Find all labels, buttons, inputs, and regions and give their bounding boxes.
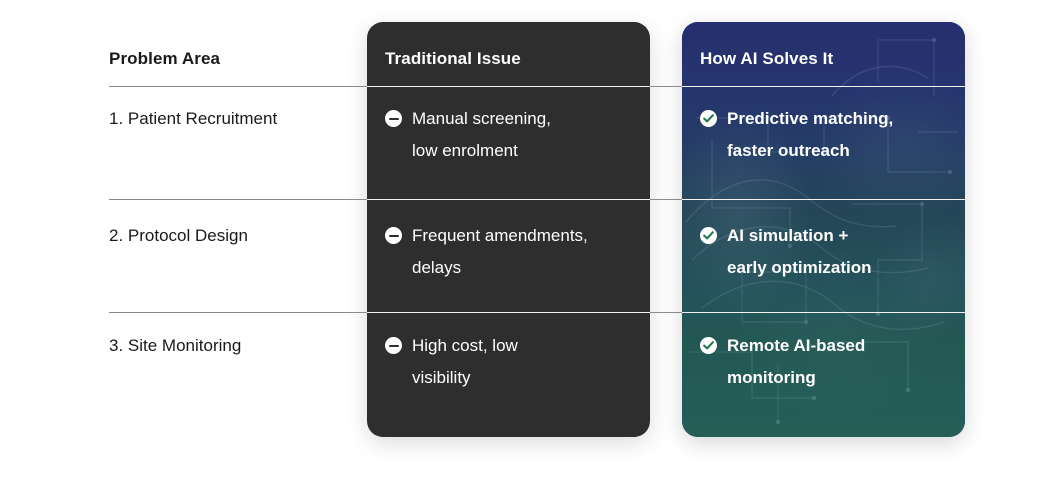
row-divider-1-gap — [650, 199, 682, 200]
row-divider-1-ai — [682, 199, 965, 200]
minus-circle-icon — [385, 337, 402, 354]
row-label-1: 1. Patient Recruitment — [109, 109, 278, 128]
cell-line-2: visibility — [412, 368, 471, 387]
cell-line-2: monitoring — [727, 368, 816, 387]
table-row-3-ai: Remote AI-based monitoring — [700, 330, 950, 394]
check-mark-icon — [703, 114, 714, 123]
header-divider-ai — [682, 86, 965, 87]
row-label-2: 2. Protocol Design — [109, 226, 248, 245]
header-divider-traditional — [367, 86, 650, 87]
ai-column-texture — [682, 22, 965, 437]
header-divider-left — [109, 86, 367, 87]
cell-line-2: early optimization — [727, 258, 872, 277]
check-circle-icon — [700, 227, 717, 244]
check-circle-icon — [700, 337, 717, 354]
table-row-1-ai: Predictive matching, faster outreach — [700, 103, 950, 167]
minus-circle-icon — [385, 227, 402, 244]
cell-text: AI simulation + early optimization — [727, 220, 872, 284]
cell-text: Predictive matching, faster outreach — [727, 103, 893, 167]
cell-line-1: High cost, low — [412, 336, 518, 355]
cell-text: Remote AI-based monitoring — [727, 330, 865, 394]
row-divider-2-traditional — [367, 312, 650, 313]
cell-line-1: Remote AI-based — [727, 336, 866, 355]
cell-line-1: Frequent amendments, — [412, 226, 588, 245]
row-divider-1-left — [109, 199, 367, 200]
table-row-3-traditional: High cost, low visibility — [385, 330, 635, 394]
column-header-traditional-issue: Traditional Issue — [385, 49, 521, 68]
column-header-problem-area: Problem Area — [109, 49, 221, 68]
row-divider-2-left — [109, 312, 367, 313]
circuit-pattern-icon — [685, 37, 958, 425]
ai-column-gradient — [682, 22, 965, 437]
cell-line-2: faster outreach — [727, 141, 850, 160]
cell-text: High cost, low visibility — [412, 330, 518, 394]
table-row-1-traditional: Manual screening, low enrolment — [385, 103, 635, 167]
header-divider-gap — [650, 86, 682, 87]
minus-circle-icon — [385, 110, 402, 127]
row-divider-2-ai — [682, 312, 965, 313]
cell-text: Manual screening, low enrolment — [412, 103, 551, 167]
table-row-2-ai: AI simulation + early optimization — [700, 220, 950, 284]
cell-line-2: low enrolment — [412, 141, 518, 160]
cell-line-1: Predictive matching, — [727, 109, 894, 128]
ai-column-glow — [682, 22, 965, 437]
how-ai-solves-it-column-card — [682, 22, 965, 437]
row-divider-2-gap — [650, 312, 682, 313]
cell-line-1: Manual screening, — [412, 109, 551, 128]
cell-text: Frequent amendments, delays — [412, 220, 588, 284]
row-divider-1-traditional — [367, 199, 650, 200]
cell-line-1: AI simulation + — [727, 226, 849, 245]
check-mark-icon — [703, 341, 714, 350]
cell-line-2: delays — [412, 258, 462, 277]
row-label-3: 3. Site Monitoring — [109, 336, 242, 355]
column-header-how-ai-solves-it: How AI Solves It — [700, 49, 834, 68]
check-mark-icon — [703, 231, 714, 240]
traditional-issue-column-card — [367, 22, 650, 437]
table-row-2-traditional: Frequent amendments, delays — [385, 220, 635, 284]
check-circle-icon — [700, 110, 717, 127]
